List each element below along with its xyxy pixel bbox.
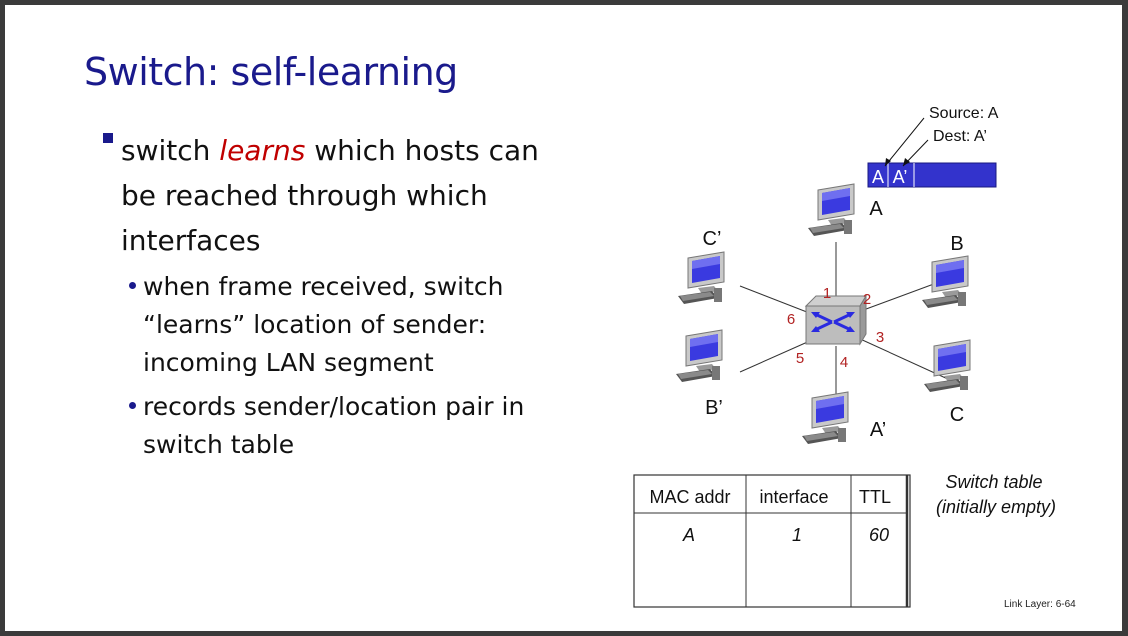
table-caption-title: Switch table <box>945 472 1042 492</box>
port-5-label: 5 <box>796 350 804 367</box>
port-6-label: 6 <box>787 311 795 328</box>
slide <box>5 5 1122 631</box>
port-3-label: 3 <box>876 329 884 346</box>
frame-dst-field: A’ <box>893 167 908 187</box>
host-a-prime-computer-icon <box>801 391 849 445</box>
sub-bullet-dot-icon <box>129 282 136 289</box>
host-a-prime-label: A’ <box>870 419 886 441</box>
table-header-interface: interface <box>759 487 828 507</box>
main-bullet: switch learns which hosts can be reached… <box>121 128 541 263</box>
table-caption-note: (initially empty) <box>936 497 1056 517</box>
sub-bullet-dot-icon <box>129 402 136 409</box>
table-cell-interface: 1 <box>792 525 802 545</box>
link-6 <box>739 285 813 315</box>
host-b-prime-computer-icon <box>675 329 723 383</box>
frame-packet: A A’ <box>867 162 997 188</box>
host-a-computer-icon <box>807 183 855 237</box>
dest-label: Dest: A’ <box>933 128 987 145</box>
source-pointer-line <box>884 117 925 167</box>
sub-bullet-2: records sender/location pair in switch t… <box>143 392 525 459</box>
link-5 <box>739 339 813 373</box>
switch-table: MAC addr interface TTL A 1 60 <box>633 474 911 608</box>
bullet-text-post: which hosts can be reached through which… <box>121 134 539 257</box>
table-cell-mac: A <box>682 525 695 545</box>
host-b-prime-label: B’ <box>705 397 723 419</box>
source-label: Source: A <box>929 105 999 122</box>
table-cell-ttl: 60 <box>869 525 889 545</box>
bullet-text-pre: switch <box>121 134 220 167</box>
bullet-square-icon <box>103 133 113 143</box>
bullet-emphasis: learns <box>219 134 306 167</box>
host-c-prime-label: C’ <box>703 228 722 250</box>
switch-icon <box>804 294 867 346</box>
host-b-computer-icon <box>921 255 969 309</box>
host-b-label: B <box>950 233 963 255</box>
port-1-label: 1 <box>823 285 831 302</box>
frame-src-field: A <box>872 167 884 187</box>
host-a-label: A <box>869 198 883 220</box>
port-4-label: 4 <box>840 354 848 371</box>
slide-title: Switch: self-learning <box>84 50 458 94</box>
table-header-ttl: TTL <box>859 487 891 507</box>
dest-arrowhead-icon <box>903 158 910 166</box>
source-arrowhead-icon <box>885 158 891 166</box>
table-header-mac: MAC addr <box>649 487 730 507</box>
host-c-computer-icon <box>923 339 971 393</box>
slide-footer: Link Layer: 6-64 <box>1004 599 1076 610</box>
host-c-prime-computer-icon <box>677 251 725 305</box>
port-2-label: 2 <box>863 291 871 308</box>
host-c-label: C <box>950 404 964 426</box>
sub-bullet-1: when frame received, switch “learns” loc… <box>143 272 504 377</box>
